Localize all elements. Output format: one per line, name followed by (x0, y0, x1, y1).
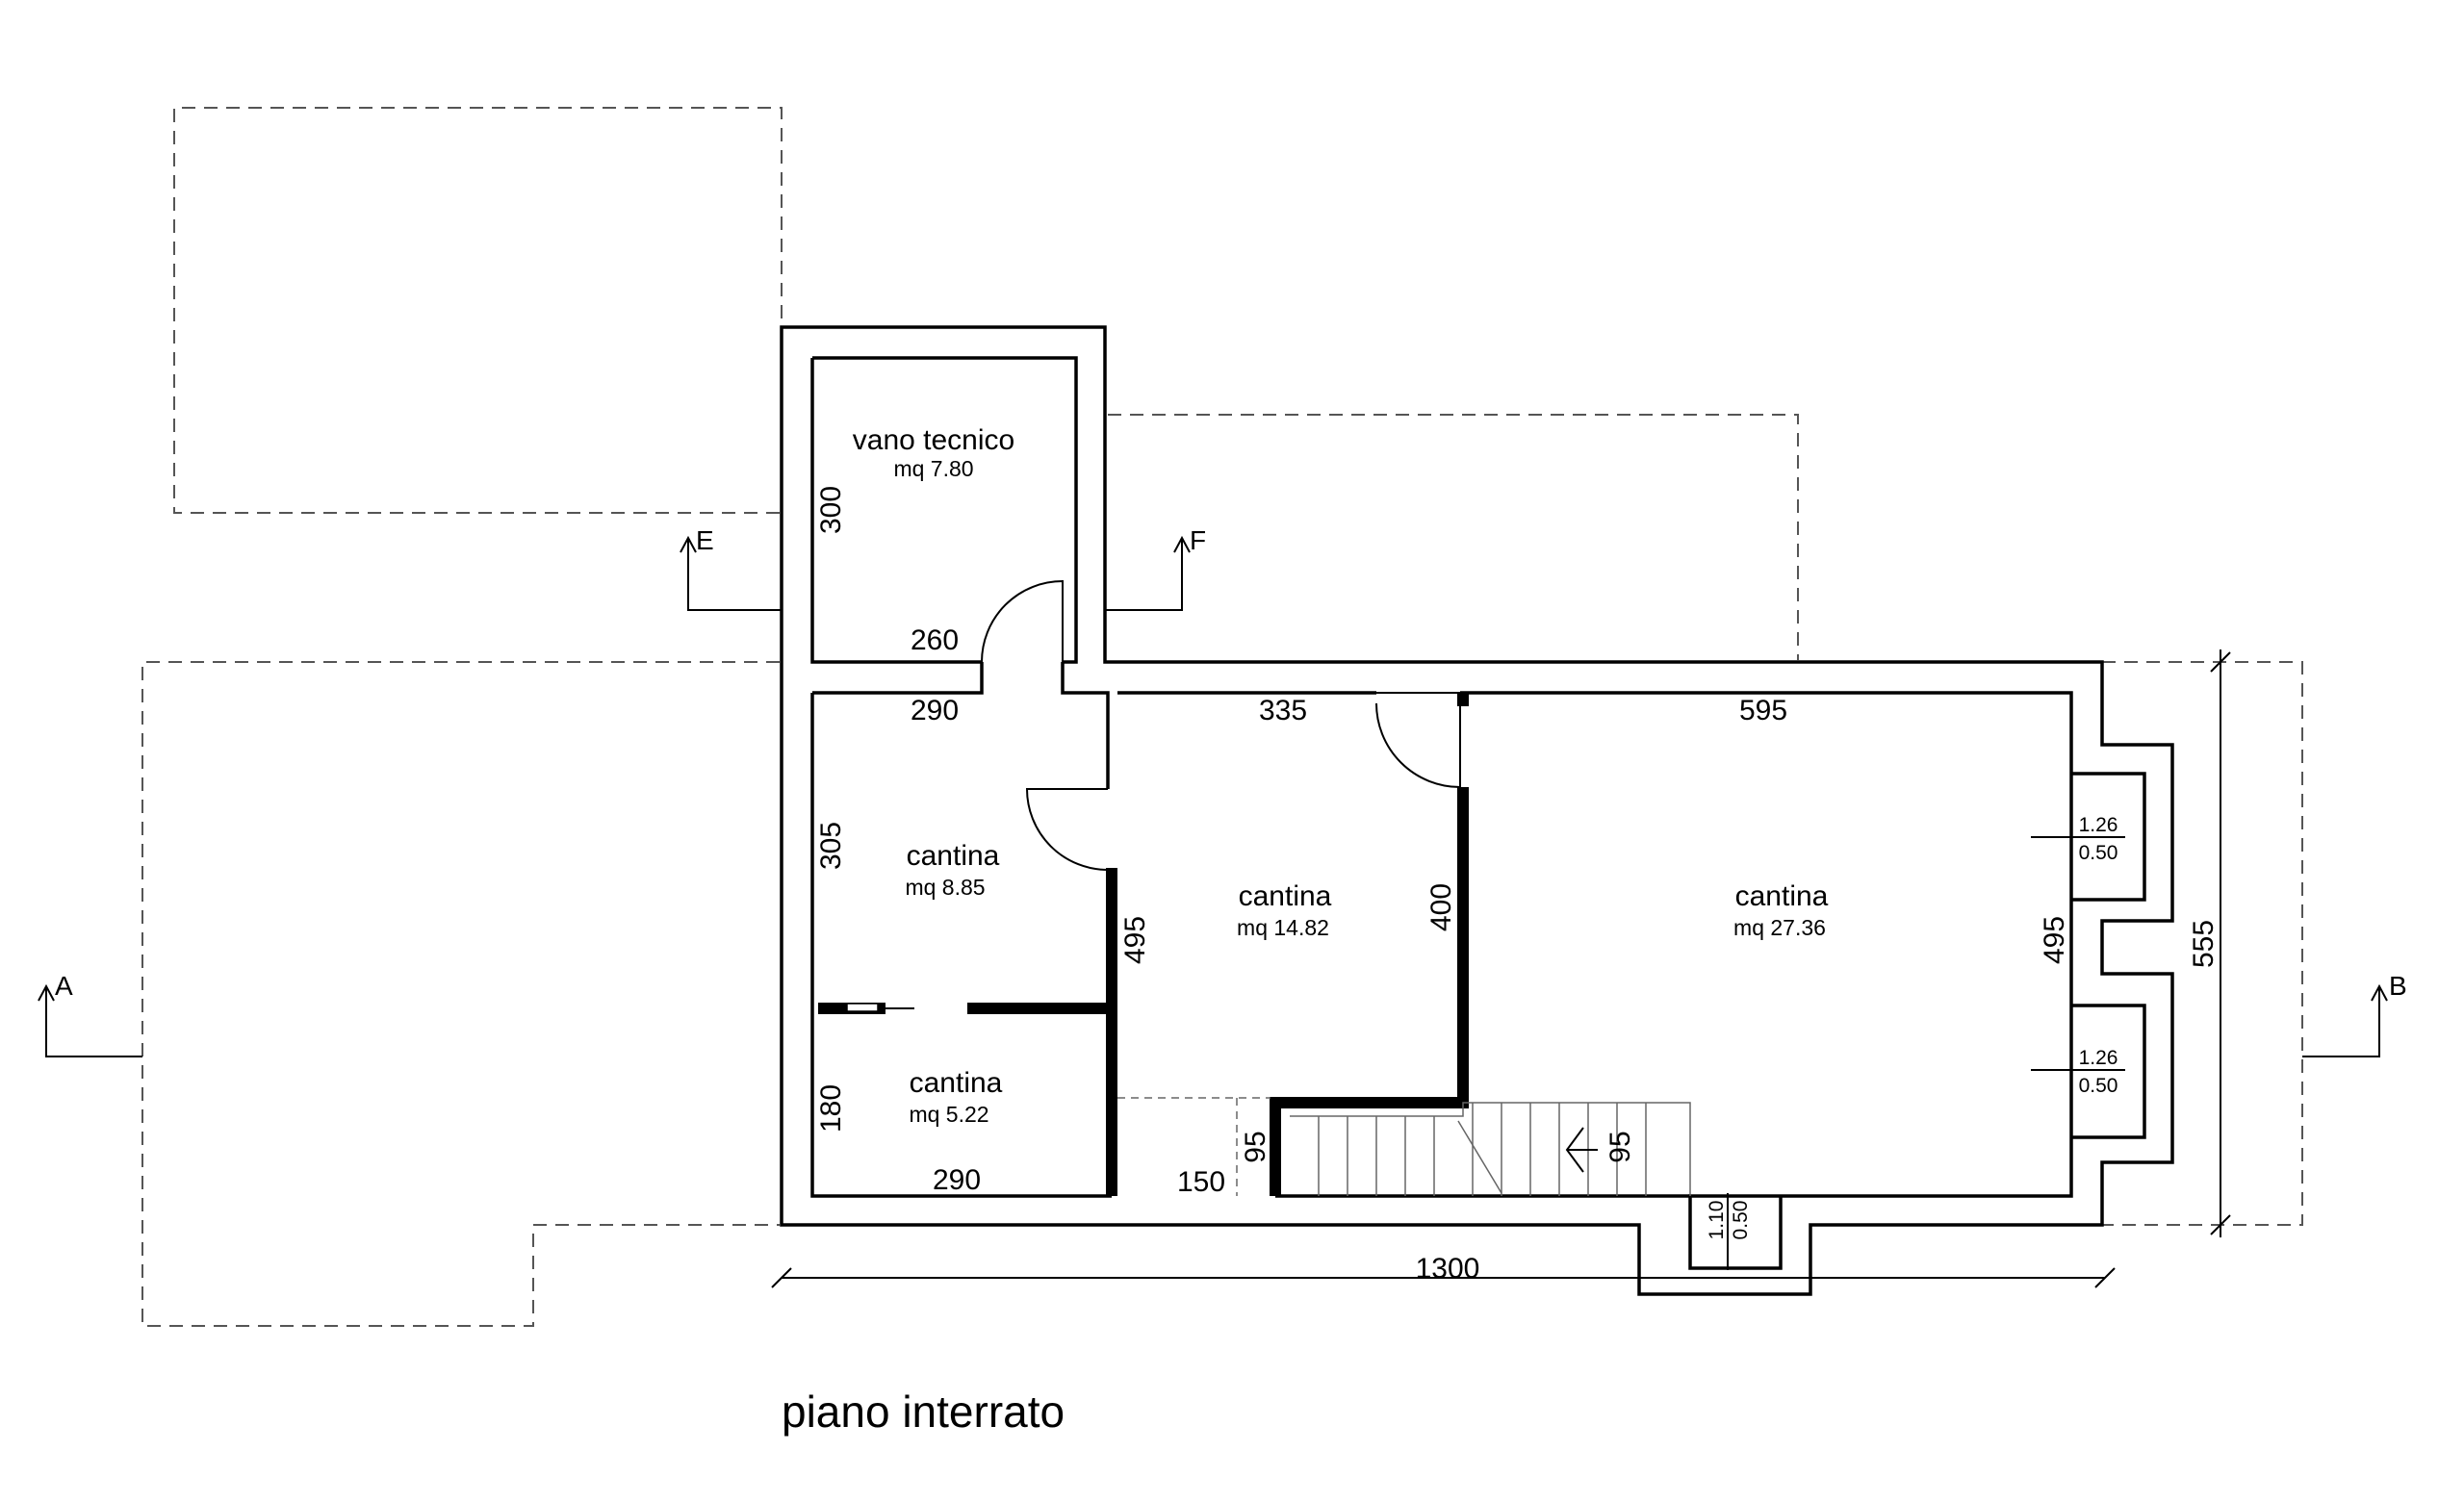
window-3-top: 1.10 (1706, 1201, 1728, 1240)
dim-cantina4-width: 595 (1739, 695, 1787, 726)
window-1-bottom: 0.50 (2079, 842, 2118, 864)
room-area-cantina-2: mq 5.22 (909, 1102, 988, 1127)
room-name-cantina-3: cantina (1239, 880, 1332, 912)
room-name-cantina-4: cantina (1735, 880, 1829, 912)
window-2-top: 1.26 (2079, 1047, 2118, 1069)
dim-stair-width: 150 (1177, 1166, 1225, 1198)
dim-cantina1-width: 290 (911, 695, 959, 726)
section-marker-e: E (696, 525, 714, 555)
section-marker-f: F (1190, 525, 1206, 555)
dim-total-height: 555 (2188, 920, 2220, 968)
room-area-cantina-3: mq 14.82 (1237, 915, 1329, 940)
dim-cantina1-height: 305 (815, 822, 847, 870)
section-marker-b: B (2389, 971, 2407, 1001)
room-area-vano-tecnico: mq 7.80 (893, 456, 973, 481)
window-3-bottom: 0.50 (1730, 1201, 1752, 1240)
section-markers (38, 535, 2388, 1057)
dim-stair-height: 95 (1240, 1131, 1271, 1162)
dim-cantina4-height: 495 (2039, 916, 2070, 964)
dim-vano-height: 300 (815, 486, 847, 534)
outer-walls (780, 325, 2174, 1296)
dim-total-width: 1300 (1416, 1253, 1480, 1285)
section-marker-a: A (55, 971, 73, 1001)
dim-cantina2-width: 290 (933, 1164, 981, 1196)
drawing-title: piano interrato (782, 1387, 1065, 1437)
window-1-top: 1.26 (2079, 814, 2118, 836)
dim-vano-width: 260 (911, 624, 959, 656)
room-name-vano-tecnico: vano tecnico (853, 424, 1014, 456)
room-name-cantina-2: cantina (910, 1067, 1003, 1099)
dimension-lines (771, 649, 2231, 1288)
room-area-cantina-4: mq 27.36 (1733, 915, 1826, 940)
dim-partition-height: 400 (1425, 883, 1457, 931)
staircase (1117, 1097, 1691, 1196)
dim-stair-height-2: 95 (1604, 1131, 1636, 1162)
doors (846, 579, 1461, 1012)
room-name-cantina-1: cantina (907, 840, 1000, 872)
dim-cantina2-height: 180 (815, 1084, 847, 1133)
dim-cantina3-height: 495 (1119, 916, 1151, 964)
dim-cantina3-width: 335 (1259, 695, 1307, 726)
room-area-cantina-1: mq 8.85 (905, 875, 985, 900)
window-markers (1727, 774, 2125, 1270)
window-2-bottom: 0.50 (2079, 1075, 2118, 1097)
upper-floor-outlines (141, 107, 2303, 1327)
